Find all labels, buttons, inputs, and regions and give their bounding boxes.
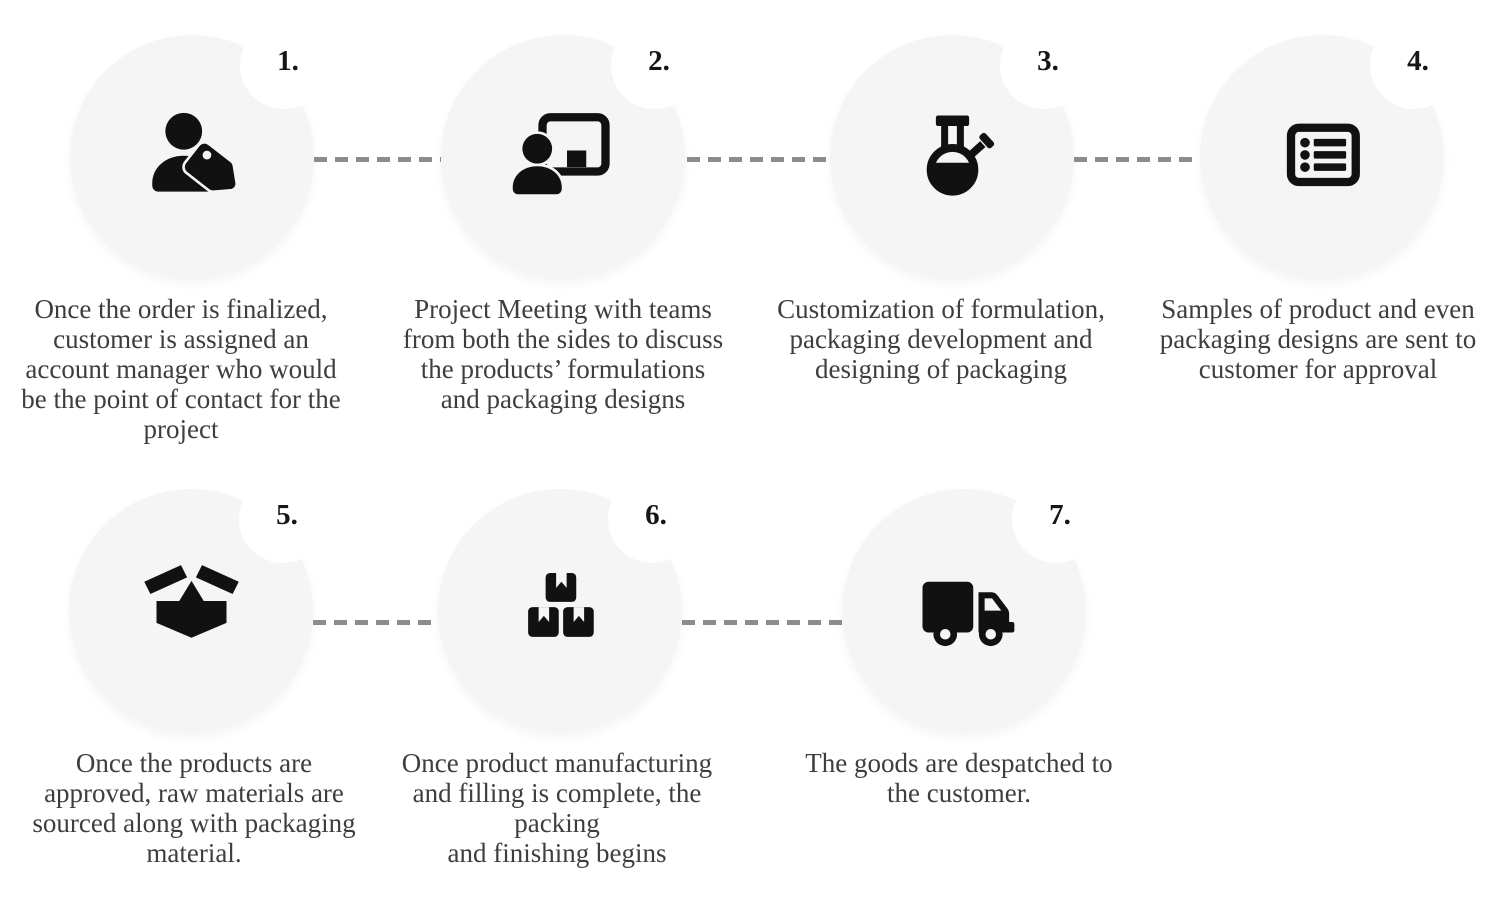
step-description: Samples of product and even packaging de… (1159, 294, 1477, 384)
step-description: Once the products are approved, raw mate… (32, 748, 356, 868)
step-number: 5. (276, 499, 298, 531)
step-number: 2. (648, 45, 670, 77)
number-notch (608, 475, 696, 563)
flask-icon (926, 115, 996, 196)
stacked-boxes-icon (528, 573, 594, 637)
number-notch (1012, 475, 1100, 563)
truck-icon (922, 581, 1015, 647)
number-notch (611, 21, 699, 109)
step-number: 4. (1407, 45, 1429, 77)
number-notch (239, 475, 327, 563)
presentation-board-icon (511, 113, 610, 197)
step-number: 6. (645, 499, 667, 531)
connector-line (687, 157, 830, 162)
step-description: Project Meeting with teams from both the… (402, 294, 724, 414)
step-number: 7. (1049, 499, 1071, 531)
step-description: Customization of formulation, packaging … (777, 294, 1105, 384)
list-icon (1286, 123, 1360, 187)
connector-line (314, 157, 441, 162)
connector-line (682, 620, 842, 625)
connector-line (1074, 157, 1200, 162)
step-description: The goods are despatched to the customer… (805, 748, 1113, 808)
open-box-icon (141, 562, 242, 638)
user-tag-icon (152, 112, 238, 194)
step-description: Once the order is finalized, customer is… (21, 294, 341, 444)
step-number: 1. (277, 45, 299, 77)
step-number: 3. (1037, 45, 1059, 77)
number-notch (1000, 21, 1088, 109)
connector-line (313, 620, 438, 625)
step-description: Once product manufacturing and filling i… (401, 748, 713, 868)
number-notch (1370, 21, 1458, 109)
number-notch (240, 21, 328, 109)
